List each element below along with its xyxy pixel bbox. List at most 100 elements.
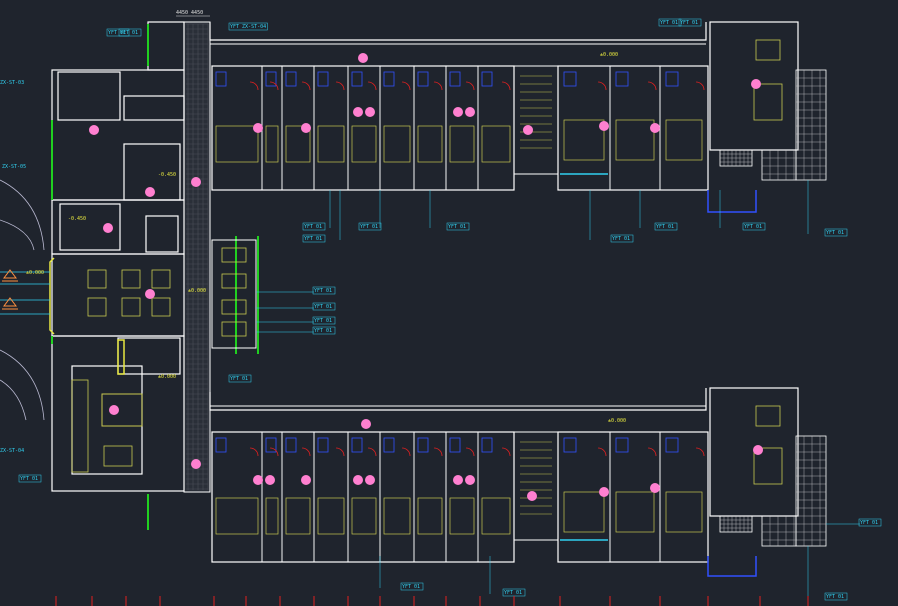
bed <box>615 491 655 533</box>
lobby-table-2 <box>121 269 141 289</box>
door-swing <box>335 447 345 457</box>
bathroom-fixture <box>265 437 277 453</box>
room-tag-t2: YFT 01 <box>660 20 678 26</box>
window-strips <box>560 173 608 541</box>
bed <box>417 497 443 535</box>
room-marker-19 <box>265 475 275 485</box>
end-room-furniture <box>753 39 783 485</box>
terrace <box>795 69 827 181</box>
room-tags: YFT 01 YFT 01 YFT 01 YFT 01 YFT 01 YFT 01 YFT … <box>18 18 882 601</box>
door-swing <box>401 447 411 457</box>
room-tag-t7: YFT 01 <box>612 236 630 242</box>
room-tag-t4: YFT 01 <box>304 236 322 242</box>
tag-box <box>302 234 326 243</box>
guest-room <box>477 65 515 191</box>
bathroom-fixture <box>417 71 429 87</box>
bed <box>449 497 475 535</box>
bathroom-fixture <box>449 437 461 453</box>
room-tag-t9: YFT 01 <box>744 224 762 230</box>
bed <box>449 125 475 163</box>
level-7: ±0.000 <box>158 374 176 380</box>
level-3: ±0.000 <box>188 288 206 294</box>
bathroom-fixture <box>285 437 297 453</box>
room-marker-9 <box>599 121 609 131</box>
door-swing <box>335 81 345 91</box>
tag-box <box>118 28 142 37</box>
room-tag-t13: YFT 01 <box>314 318 332 324</box>
bed <box>615 119 655 161</box>
room-marker-8 <box>523 125 533 135</box>
door-swing <box>433 447 443 457</box>
room-marker-7 <box>465 107 475 117</box>
tag-box <box>312 302 336 311</box>
door-swing <box>401 81 411 91</box>
bed <box>215 125 259 163</box>
bathroom-fixture <box>215 71 227 87</box>
room-marker-24 <box>465 475 475 485</box>
bed <box>417 125 443 163</box>
bed <box>215 497 259 535</box>
tag-box <box>654 222 678 231</box>
bed <box>351 125 377 163</box>
room-marker-1 <box>358 53 368 63</box>
bathroom-fixture <box>665 437 679 453</box>
room-tag-t11: YFT 01 <box>314 288 332 294</box>
left-label-1: ZX-ST-03 <box>0 80 24 86</box>
room-marker-29 <box>191 459 201 469</box>
bathroom-fixture <box>615 71 629 87</box>
room-marker-15 <box>145 289 155 299</box>
terrace <box>795 435 827 547</box>
tag-box <box>312 316 336 325</box>
room-marker-30 <box>109 405 119 415</box>
tag-box <box>824 592 848 601</box>
room-tag-t1: YFT 01 <box>108 30 126 36</box>
room-tag-t15: YFT 01 <box>20 476 38 482</box>
left-glazing <box>51 24 259 530</box>
tag-box <box>824 228 848 237</box>
bottom-grid-ticks <box>55 596 809 606</box>
lobby-table-4 <box>87 297 107 317</box>
elevator-icons <box>2 269 18 310</box>
room-marker-3 <box>301 123 311 133</box>
level-5: -0.450 <box>68 216 86 222</box>
room-marker-5 <box>365 107 375 117</box>
terrace-grids <box>719 69 827 547</box>
bathroom-fixture <box>317 71 329 87</box>
door-swing <box>433 81 443 91</box>
door-swing <box>695 81 705 91</box>
tag-box <box>312 326 336 335</box>
balcony-blue <box>707 190 757 577</box>
bed <box>317 125 345 163</box>
entrance-yellow <box>49 257 125 375</box>
central-corridor: 4450 4450 <box>176 10 211 493</box>
lobby-tables <box>87 269 171 317</box>
level-4: -0.450 <box>158 172 176 178</box>
bathroom-fixture <box>563 437 577 453</box>
bed <box>383 125 411 163</box>
top-wing <box>209 21 799 191</box>
room-tag-t18: YFT 01 <box>826 594 844 600</box>
room-tag-t3: YFT 01 <box>304 224 322 230</box>
bed <box>351 497 377 535</box>
room-marker-22 <box>365 475 375 485</box>
room-marker-21 <box>353 475 363 485</box>
room-tag-t6: YFT 01 <box>448 224 466 230</box>
room-marker-13 <box>145 187 155 197</box>
bathroom-fixture <box>383 71 395 87</box>
room-marker-12 <box>191 177 201 187</box>
left-label-2: ZX-ST-05 <box>2 164 26 170</box>
room-marker-6 <box>453 107 463 117</box>
room-tag-t17: YFT 01 <box>504 590 522 596</box>
room-marker-27 <box>650 483 660 493</box>
room-marker-23 <box>453 475 463 485</box>
bathroom-fixture <box>351 71 363 87</box>
bathroom-fixture <box>563 71 577 87</box>
bathroom-fixture <box>615 437 629 453</box>
bed <box>665 119 703 161</box>
door-swing <box>465 447 475 457</box>
bathroom-fixture <box>417 437 429 453</box>
tag-box <box>400 582 424 591</box>
guest-room <box>659 431 709 563</box>
